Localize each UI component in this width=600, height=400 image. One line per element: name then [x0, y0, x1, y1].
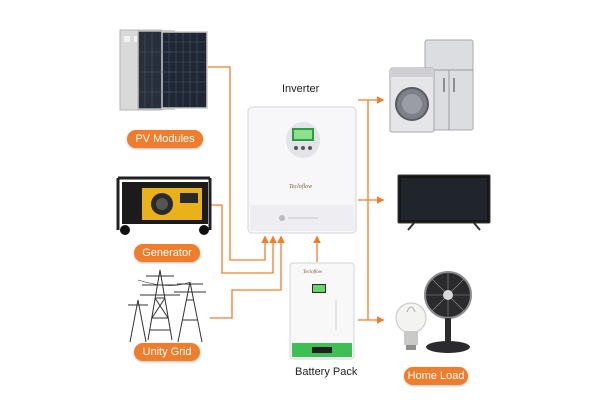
washing-machine-icon — [389, 67, 435, 133]
battery-pack-label: Battery Pack — [295, 366, 358, 378]
pv-connector — [208, 66, 269, 261]
battery-brand: Tecloflow — [303, 270, 323, 275]
solar-panel-icon — [119, 29, 208, 111]
inverter-icon: Tecloflow — [247, 106, 357, 234]
connector-lines — [208, 66, 385, 324]
generator-label: Generator — [134, 244, 200, 262]
unity-grid-label: Unity Grid — [134, 343, 200, 361]
power-tower-icon — [128, 269, 206, 343]
grid-connector — [210, 235, 285, 319]
television-icon — [397, 174, 491, 231]
inverter-label: Inverter — [282, 83, 320, 95]
fan-icon — [424, 271, 472, 353]
light-bulb-icon — [395, 302, 427, 350]
generator-connector — [210, 204, 277, 274]
inverter-brand: Tecloflow — [289, 183, 312, 190]
home-load-label: Home Load — [404, 367, 468, 385]
pv-modules-label: PV Modules — [127, 130, 203, 148]
battery-pack-icon: Tecloflow — [289, 262, 355, 360]
generator-icon — [116, 176, 212, 235]
